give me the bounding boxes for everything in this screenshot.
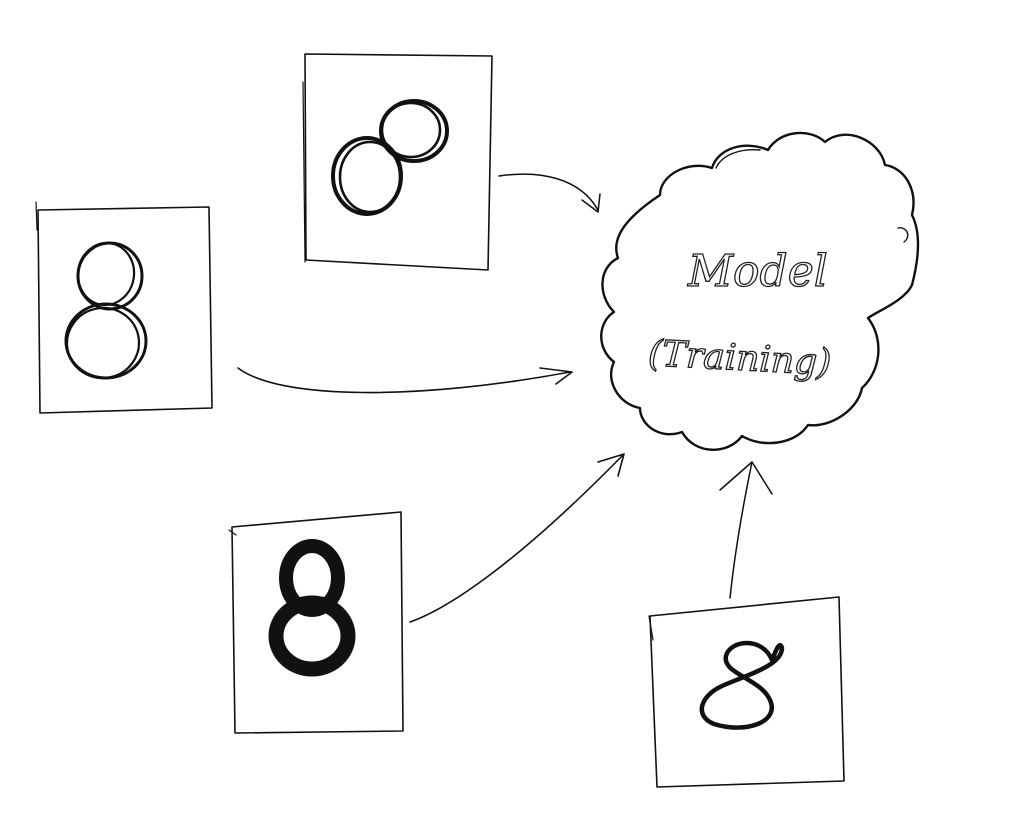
- sample-box-top: [302, 53, 493, 271]
- arrow-top-to-model: [498, 173, 601, 213]
- digit-eight-thin-icon: [699, 640, 785, 730]
- arrow-bottom-left-to-model: [409, 453, 625, 623]
- sample-box-left: [35, 201, 213, 414]
- arrow-bottom-right-to-model: [719, 461, 773, 599]
- model-subtitle: (Training): [647, 333, 832, 384]
- digit-eight-left-icon: [64, 241, 148, 380]
- sample-box-bottom-right: [648, 596, 845, 788]
- model-cloud-shape: [600, 131, 920, 451]
- sample-box-bottom-left: [228, 511, 404, 734]
- model-node: Model (Training): [600, 131, 920, 451]
- model-title: Model: [687, 246, 828, 297]
- digit-eight-top-icon: [331, 99, 449, 216]
- digit-eight-bold-icon: [268, 539, 356, 677]
- arrow-left-to-model: [237, 367, 573, 394]
